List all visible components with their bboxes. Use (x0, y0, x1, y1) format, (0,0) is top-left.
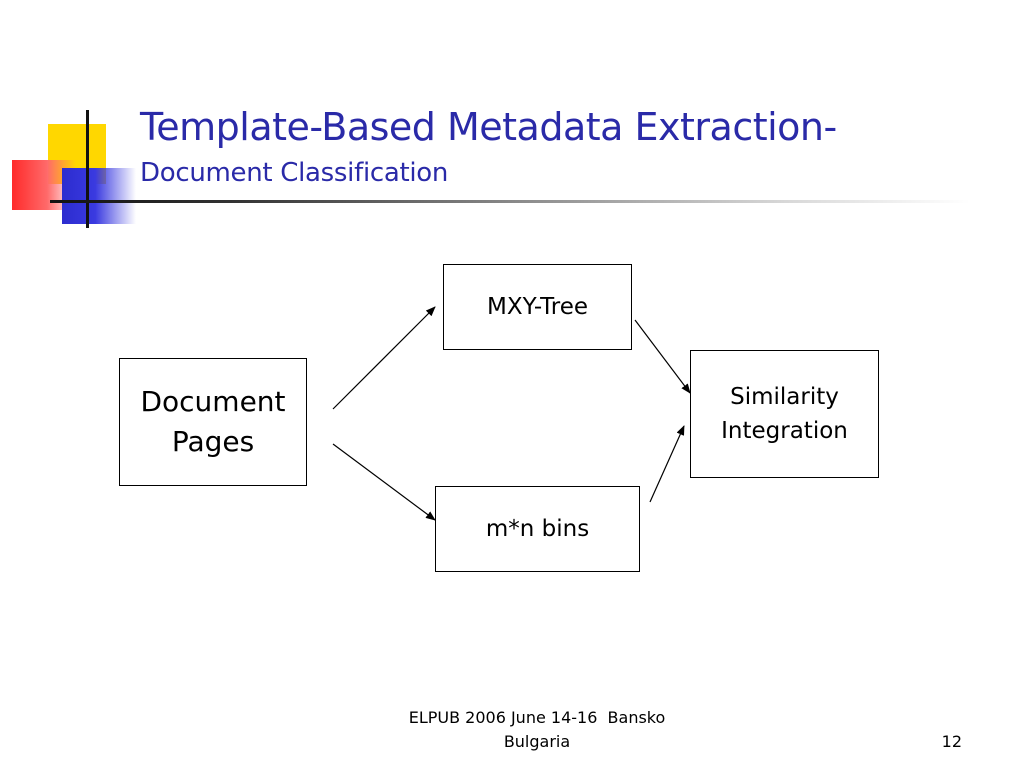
arrow-doc-to-mxy (332, 306, 436, 410)
footer-text: ELPUB 2006 June 14-16 Bansko Bulgaria (362, 706, 712, 754)
node-mxy-tree: MXY-Tree (443, 264, 632, 350)
node-document-pages: Document Pages (119, 358, 307, 486)
decorative-blue-square (62, 168, 136, 224)
node-mn-bins-label: m*n bins (485, 516, 590, 542)
node-document-pages-line-2: Pages (171, 425, 255, 458)
slide-subtitle: Document Classification (140, 158, 449, 188)
node-similarity-integration-line-1: Similarity (730, 384, 839, 410)
node-mn-bins: m*n bins (435, 486, 640, 572)
title-underline (50, 200, 970, 203)
node-mxy-tree-label: MXY-Tree (486, 294, 589, 320)
page-number: 12 (941, 732, 962, 751)
slide-title: Template-Based Metadata Extraction- (140, 105, 837, 149)
node-document-pages-line-1: Document (140, 385, 286, 418)
node-similarity-integration-line-2: Integration (721, 418, 848, 444)
arrow-bins-to-sim (649, 425, 685, 503)
arrow-mxy-to-sim (634, 319, 691, 394)
footer-line-2: Bulgaria (503, 732, 571, 751)
arrow-doc-to-bins (332, 443, 436, 521)
footer-line-1: ELPUB 2006 June 14-16 Bansko (408, 708, 666, 727)
node-similarity-integration: Similarity Integration (690, 350, 879, 478)
decorative-vertical-line (86, 110, 89, 228)
